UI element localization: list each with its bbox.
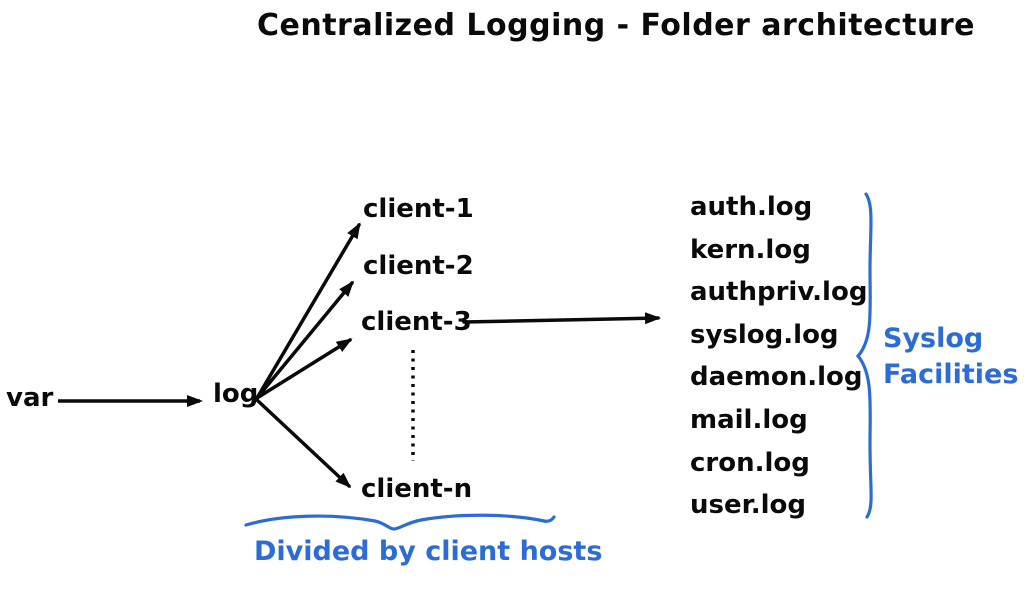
arrow-log-to-client-1 xyxy=(255,222,361,400)
arrow-client3-to-files xyxy=(462,312,661,325)
node-var: var xyxy=(6,383,54,413)
node-client-2: client-2 xyxy=(363,251,474,281)
syslog-facilities-caption: Syslog Facilities xyxy=(883,323,1019,390)
file-kern-log: kern.log xyxy=(690,234,811,265)
file-daemon-log: daemon.log xyxy=(690,362,863,393)
syslog-file-list: auth.log kern.log authpriv.log syslog.lo… xyxy=(690,186,867,527)
arrow-log-to-client-2 xyxy=(255,280,354,400)
file-auth-log: auth.log xyxy=(690,192,813,222)
client-hosts-underbrace xyxy=(244,513,556,531)
file-authpriv-log: authpriv.log xyxy=(690,277,868,308)
node-log: log xyxy=(213,379,259,409)
node-client-3: client-3 xyxy=(361,307,472,337)
node-client-n: client-n xyxy=(361,474,473,504)
file-user-log: user.log xyxy=(690,490,806,521)
arrow-log-to-client-3 xyxy=(255,338,353,400)
arrow-log-to-client-n xyxy=(255,398,352,489)
file-syslog-log: syslog.log xyxy=(690,319,839,350)
file-cron-log: cron.log xyxy=(690,447,810,478)
page-title: Centralized Logging - Folder architectur… xyxy=(257,8,976,43)
file-mail-log: mail.log xyxy=(690,404,808,435)
divided-by-client-hosts-caption: Divided by client hosts xyxy=(254,536,603,567)
node-client-1: client-1 xyxy=(363,194,474,224)
